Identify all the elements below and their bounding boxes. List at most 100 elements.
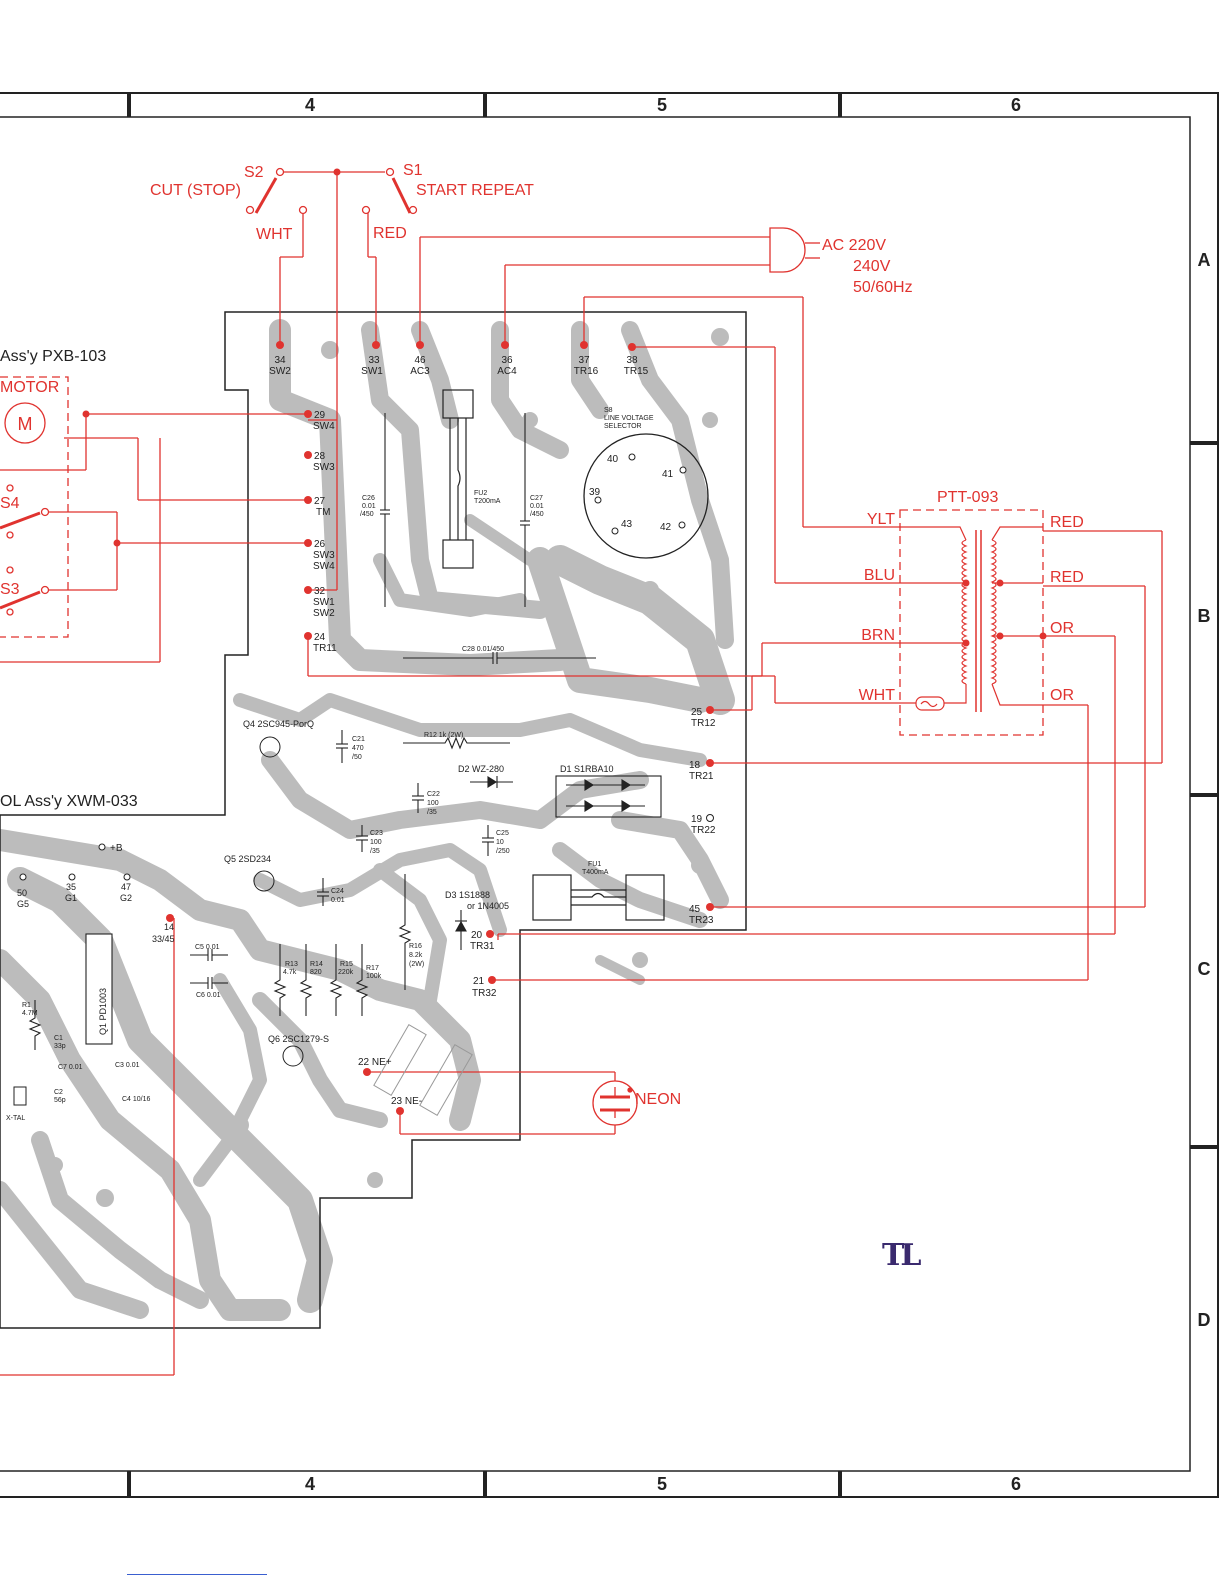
pin-name: TR16 [574, 366, 599, 377]
r16-value: 8.2k [409, 952, 423, 959]
pin-number: 37 [578, 355, 590, 366]
capacitor-c25 [482, 825, 494, 856]
pin-name: SW4 [313, 421, 335, 432]
capacitor-c24 [317, 878, 329, 906]
lead-ylt: YLT [867, 511, 895, 528]
pad-35-label: 35 [66, 882, 76, 892]
c27-label: C27 [530, 495, 543, 502]
fu1-label: FU1 [588, 861, 601, 868]
pin-number: 45 [689, 904, 701, 915]
pin-name: TM [316, 507, 330, 518]
top-pin-36: 36 AC4 [497, 341, 517, 377]
lead-or-1: OR [1050, 620, 1074, 637]
c7-label: C7 0.01 [58, 1064, 83, 1071]
ac-frequency: 50/60Hz [853, 279, 913, 296]
c27-voltage: /450 [530, 511, 544, 518]
pin-number: 32 [314, 586, 326, 597]
switch-s4 [0, 484, 50, 539]
pin-number: 29 [314, 410, 326, 421]
pin-name-2: SW2 [313, 608, 335, 619]
line-voltage-selector: S8 LINE VOLTAGE SELECTOR 40 41 39 43 42 [583, 407, 709, 559]
capacitor-c27 [520, 413, 530, 607]
g2-label: G2 [120, 893, 132, 903]
pin-number: 46 [414, 355, 426, 366]
c24-value: 0.01 [331, 897, 345, 904]
c26-label: C26 [362, 495, 375, 502]
c2-value: 56p [54, 1097, 66, 1104]
selector-pin-41: 41 [662, 469, 674, 480]
plus-b-pad [98, 843, 106, 851]
c5-label: C5 0.01 [195, 944, 220, 951]
s2-label: S2 [244, 164, 264, 181]
d1-label: D1 S1RBA10 [560, 764, 614, 774]
resistors-r13-r17 [273, 944, 369, 1016]
top-pin-37: 37 TR16 [574, 341, 599, 377]
resistor-r12 [403, 736, 510, 750]
r1-value: 4.7M [22, 1010, 38, 1017]
pin-number: 38 [626, 355, 638, 366]
c4-label: C4 10/16 [122, 1096, 151, 1103]
ne-plus-pin [363, 1068, 371, 1076]
pin-number: 26 [314, 539, 326, 550]
red-wire-label: RED [373, 225, 407, 242]
switch-s3 [0, 566, 50, 616]
r15-value: 220k [338, 969, 354, 976]
transformer-tap [996, 579, 1004, 587]
fu1-value: T400mA [582, 869, 609, 876]
r13-label: R13 [285, 961, 298, 968]
g5-label: G5 [17, 899, 29, 909]
c23-label: C23 [370, 830, 383, 837]
footer-rule [127, 1574, 267, 1575]
pin-name: TR11 [313, 643, 337, 654]
junction-dot [82, 410, 90, 418]
thermal-fuse [915, 696, 945, 711]
pin-number: 36 [501, 355, 513, 366]
pin-name: SW3 [313, 462, 335, 473]
pin-number: 18 [689, 760, 701, 771]
frame [0, 92, 1219, 1498]
c6-label: C6 0.01 [196, 992, 221, 999]
column-label-6: 6 [1011, 95, 1021, 115]
neon-label: NEON [635, 1091, 681, 1108]
pad-35 [68, 873, 76, 881]
q5-label: Q5 2SD234 [224, 854, 271, 864]
fu2-value: T200mA [474, 498, 501, 505]
pad-47 [123, 873, 131, 881]
c22-label: C22 [427, 791, 440, 798]
pad-50-label: 50 [17, 888, 27, 898]
switch-s1 [361, 167, 418, 215]
pin-number: 19 [691, 814, 703, 825]
c21-value: 470 [352, 745, 364, 752]
transformer-tap [1039, 632, 1047, 640]
motor-symbol: M [4, 402, 46, 444]
pin-number: 33 [368, 355, 380, 366]
ac-voltage-2: 240V [853, 258, 891, 275]
dashed-outlines [0, 376, 1044, 736]
c22-value: 100 [427, 800, 439, 807]
zener-d2 [470, 776, 513, 788]
right-pin-18: 18 TR21 [689, 759, 714, 782]
selector-pin-43: 43 [621, 519, 633, 530]
transistor-q4 [259, 736, 281, 758]
pin-number: 25 [691, 707, 703, 718]
right-pin-21: 21 TR32 [472, 976, 497, 999]
c27-value: 0.01 [530, 503, 544, 510]
pin-name: SW3 [313, 550, 335, 561]
r12-label: R12 1k (2W) [424, 732, 463, 739]
s1-label: S1 [403, 162, 423, 179]
ne-plus-label: 22 NE+ [358, 1057, 392, 1068]
right-pin-20: 20 TR31 [470, 930, 495, 952]
lead-red-1: RED [1050, 514, 1084, 531]
capacitors-c5-c6 [190, 949, 228, 989]
r15-label: R15 [340, 961, 353, 968]
r14-value: 820 [310, 969, 322, 976]
c1-value: 33p [54, 1043, 66, 1050]
c2-label: C2 [54, 1089, 63, 1096]
s2-function-label: CUT (STOP) [150, 182, 241, 199]
d3-label: D3 1S1888 [445, 890, 490, 900]
ne-minus-pin [396, 1107, 404, 1115]
pin-name: SW1 [313, 597, 335, 608]
ac-voltage-1: AC 220V [822, 237, 886, 254]
c21-voltage: /50 [352, 754, 362, 761]
transformer-tap [962, 639, 970, 647]
